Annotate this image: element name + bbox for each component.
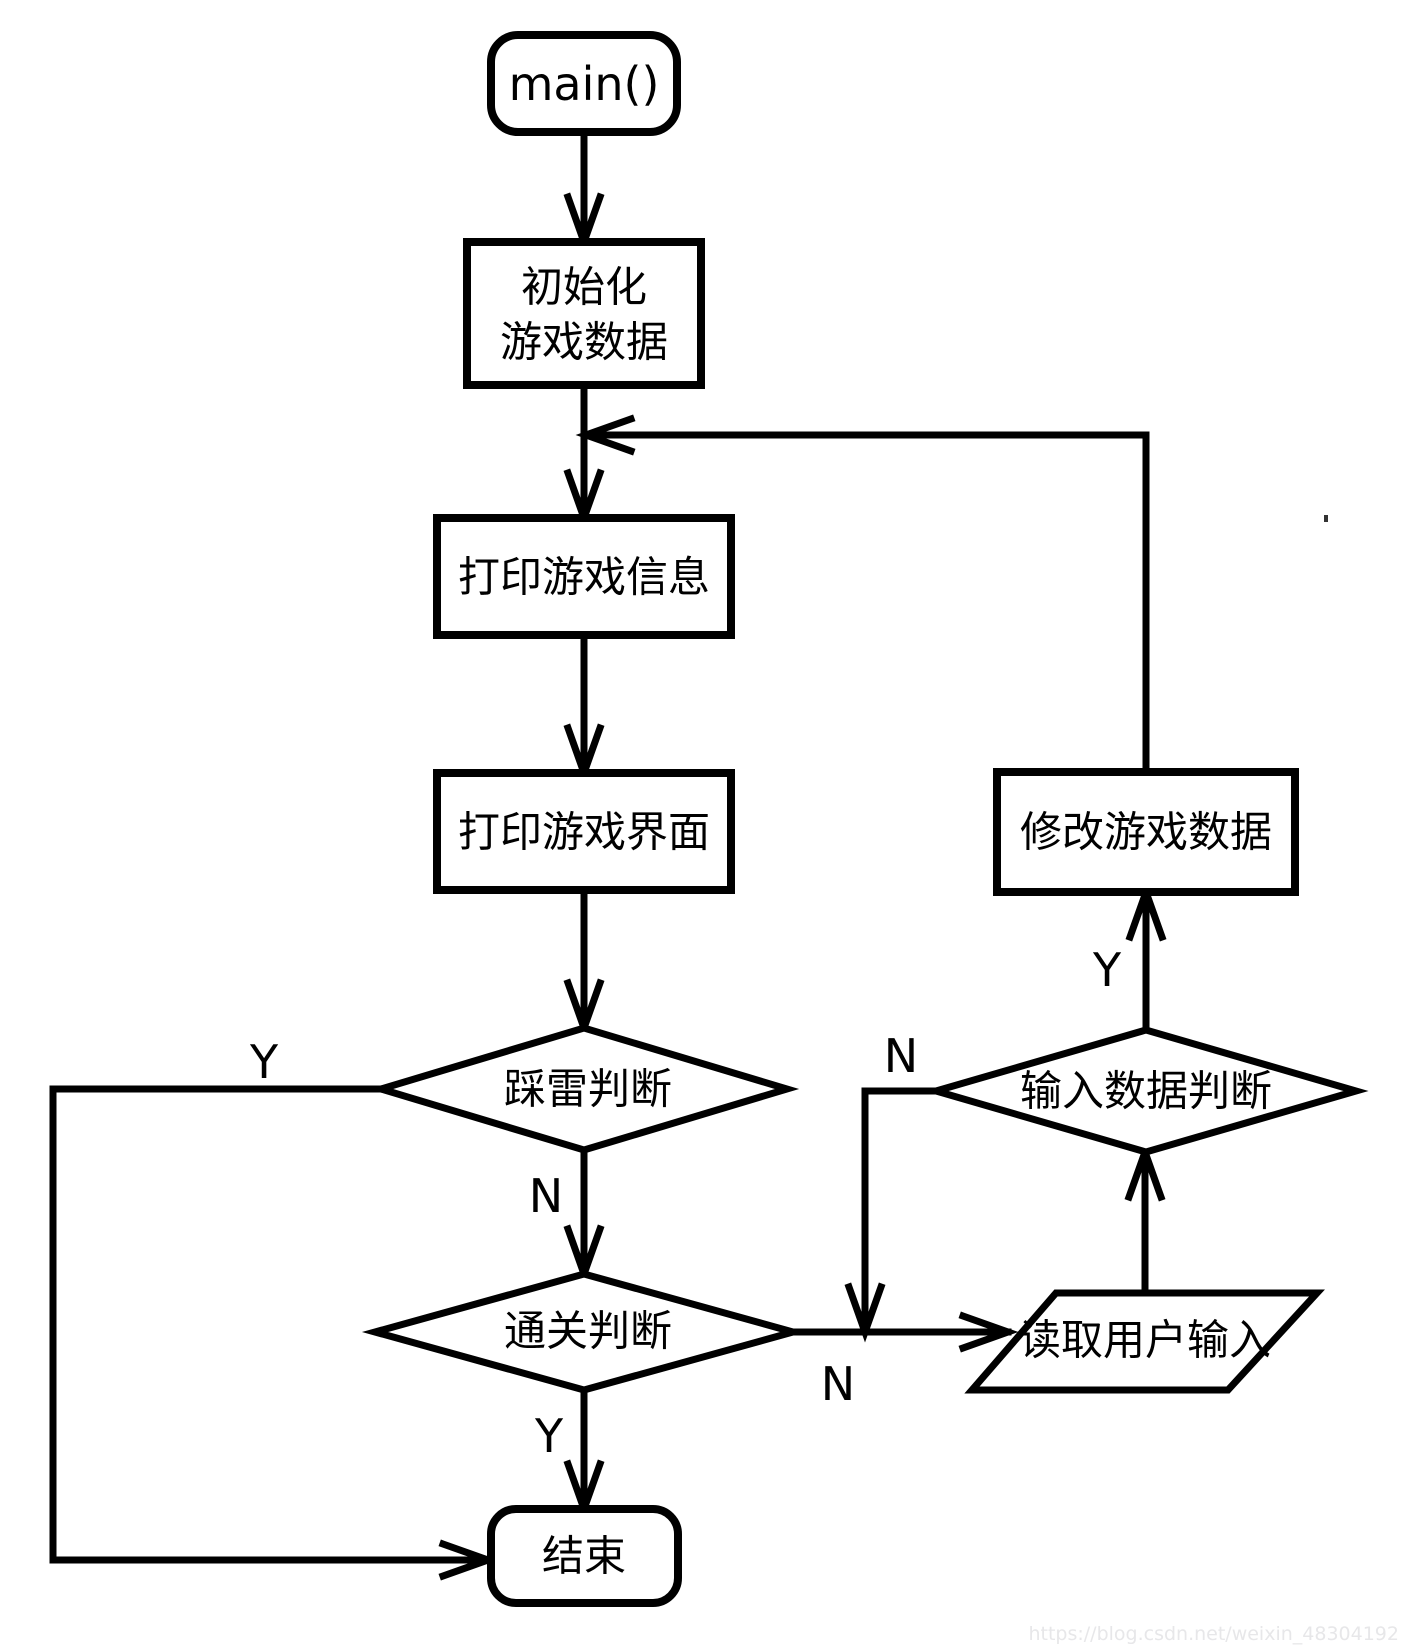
node-main: main() xyxy=(487,31,681,136)
node-mine-check: 踩雷判断 xyxy=(368,1024,800,1154)
edge-win-check-no-to-read-input xyxy=(789,1311,1019,1353)
node-win-check-label: 通关判断 xyxy=(504,1307,672,1356)
edge-input-check-yes-to-update-data xyxy=(1125,881,1167,1034)
node-init-game-data: 初始化 游戏数据 xyxy=(463,238,705,389)
edge-mine-check-no-to-win-check xyxy=(563,1146,605,1285)
label-mine-check-no: N xyxy=(529,1169,563,1223)
label-mine-check-yes: Y xyxy=(249,1035,279,1089)
edge-print-info-to-print-ui xyxy=(563,631,605,784)
edge-update-data-loop-back xyxy=(575,414,1150,776)
node-print-game-ui: 打印游戏界面 xyxy=(433,769,735,894)
node-input-check: 输入数据判断 xyxy=(923,1026,1369,1156)
edge-read-input-to-input-check xyxy=(1124,1141,1166,1297)
edge-init-to-print-info xyxy=(563,381,605,529)
edge-win-check-yes-to-end xyxy=(563,1386,605,1520)
watermark-text: https://blog.csdn.net/weixin_48304192 xyxy=(1028,1623,1399,1645)
node-end: 结束 xyxy=(487,1505,682,1607)
node-end-label: 结束 xyxy=(542,1532,626,1581)
label-win-check-yes: Y xyxy=(534,1409,564,1463)
label-input-check-no: N xyxy=(884,1029,918,1083)
edge-input-check-no-to-read-input xyxy=(844,1087,940,1343)
node-update-game-data: 修改游戏数据 xyxy=(993,768,1299,896)
node-mine-check-label: 踩雷判断 xyxy=(504,1065,672,1114)
node-read-user-input: 读取用户输入 xyxy=(964,1289,1325,1394)
node-update-game-data-label: 修改游戏数据 xyxy=(1020,808,1272,857)
arrowhead-left-icon xyxy=(575,414,636,456)
arrowhead-down-icon xyxy=(844,1282,886,1343)
edge-main-to-init xyxy=(563,128,605,253)
node-print-game-ui-label: 打印游戏界面 xyxy=(458,808,710,857)
node-main-label: main() xyxy=(509,57,660,111)
artifact-dot xyxy=(1324,515,1328,522)
arrowhead-right-icon xyxy=(958,1311,1019,1353)
node-print-game-info-label: 打印游戏信息 xyxy=(458,553,710,602)
node-init-label-line2: 游戏数据 xyxy=(500,318,668,367)
node-read-user-input-label: 读取用户输入 xyxy=(1019,1316,1271,1365)
label-win-check-no: N xyxy=(821,1357,855,1411)
edge-print-ui-to-mine-check xyxy=(563,886,605,1039)
node-win-check: 通关判断 xyxy=(361,1270,807,1394)
node-print-game-info: 打印游戏信息 xyxy=(433,514,735,639)
label-input-check-yes: Y xyxy=(1092,943,1122,997)
node-init-label-line1: 初始化 xyxy=(521,263,647,312)
node-input-check-label: 输入数据判断 xyxy=(1020,1067,1272,1116)
